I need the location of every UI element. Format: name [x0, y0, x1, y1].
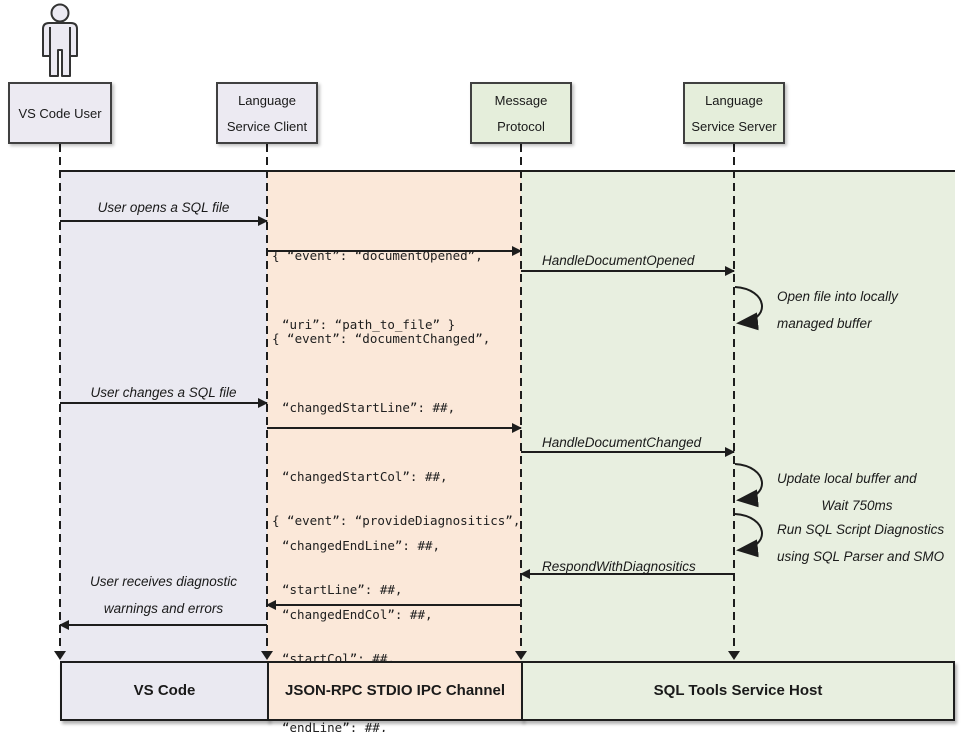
- lane-background-ipc: [267, 172, 521, 661]
- arrowhead-left-icon: [520, 569, 530, 579]
- json-line: “changedEndCol”: ##,: [282, 607, 433, 622]
- json-line: { “event”: “documentOpened”,: [272, 248, 483, 263]
- participant-box-server: Language Service Server: [683, 82, 785, 144]
- lane-label: VS Code: [133, 682, 196, 699]
- note-update-buffer-line2: Wait 750ms: [821, 498, 893, 513]
- participant-label: Language: [705, 92, 763, 108]
- lifeline-end-arrow-client: [261, 651, 273, 660]
- arrow-handle-document-changed: [521, 447, 735, 457]
- arrowhead-right-icon: [725, 266, 735, 276]
- band-top-line: [60, 170, 955, 172]
- arrowhead-right-icon: [258, 398, 268, 408]
- participant-label: VS Code User: [18, 105, 102, 121]
- json-line: “changedStartLine”: ##,: [282, 400, 456, 415]
- arrowhead-right-icon: [258, 216, 268, 226]
- user-actor-icon: [42, 3, 78, 77]
- participant-label: Service Server: [691, 118, 777, 134]
- message-label-user-receives-line1: User receives diagnostic: [89, 574, 238, 589]
- note-open-file-line1: Open file into locally: [777, 289, 898, 304]
- arrow-diagnostics-to-user: [59, 620, 267, 630]
- lane-box-ipc: JSON-RPC STDIO IPC Channel: [267, 661, 523, 721]
- arrow-diagnostics-to-client: [266, 600, 521, 610]
- message-label-user-changes: User changes a SQL file: [90, 385, 237, 400]
- self-loop-open-file: [734, 286, 763, 331]
- lane-label: JSON-RPC STDIO IPC Channel: [284, 682, 506, 699]
- lane-box-host: SQL Tools Service Host: [521, 661, 955, 721]
- arrowhead-right-icon: [512, 246, 522, 256]
- lifeline-protocol: [520, 144, 522, 652]
- lane-background-vscode: [60, 172, 267, 661]
- self-loop-update-buffer: [734, 463, 763, 508]
- arrowhead-right-icon: [725, 447, 735, 457]
- arrowhead-left-icon: [266, 600, 276, 610]
- participant-label: Message: [494, 92, 548, 108]
- lane-box-vscode: VS Code: [60, 661, 269, 721]
- self-loop-run-diagnostics: [734, 513, 763, 558]
- arrowhead-right-icon: [512, 423, 522, 433]
- message-label-handle-document-opened: HandleDocumentOpened: [542, 253, 695, 268]
- participant-box-client: Language Service Client: [216, 82, 318, 144]
- json-line: “uri”: “path_to_file” }: [282, 317, 456, 332]
- json-line: “startLine”: ##,: [282, 582, 403, 597]
- json-line: “changedStartCol”: ##,: [282, 469, 448, 484]
- arrow-handle-document-opened: [521, 266, 735, 276]
- lifeline-end-arrow-server: [728, 651, 740, 660]
- json-line: “endLine”: ##,: [282, 720, 388, 732]
- participant-label: Language: [238, 92, 296, 108]
- lane-background-host: [521, 172, 955, 661]
- arrow-user-opens: [60, 216, 268, 226]
- message-label-respond-with-diagnostics: RespondWithDiagnositics: [542, 559, 696, 574]
- note-update-buffer-line1: Update local buffer and: [777, 471, 917, 486]
- arrow-user-changes: [60, 398, 268, 408]
- note-run-diagnostics-line2: using SQL Parser and SMO: [777, 549, 945, 564]
- json-payload-provide-diagnostics: { “event”: “provideDiagnositics”, “start…: [272, 463, 520, 732]
- arrow-respond-with-diagnostics: [520, 569, 734, 579]
- participant-box-user: VS Code User: [8, 82, 112, 144]
- arrow-open-payload: [267, 246, 522, 256]
- note-open-file-line2: managed buffer: [777, 316, 872, 331]
- json-line: “changedEndLine”: ##,: [282, 538, 441, 553]
- message-label-user-opens: User opens a SQL file: [97, 200, 230, 215]
- lane-label: SQL Tools Service Host: [653, 682, 823, 699]
- lifeline-server: [733, 144, 735, 652]
- message-label-user-receives-line2: warnings and errors: [103, 601, 224, 616]
- participant-label: Service Client: [226, 118, 308, 134]
- lifeline-end-arrow-protocol: [515, 651, 527, 660]
- lifeline-end-arrow-user: [54, 651, 66, 660]
- arrowhead-left-icon: [59, 620, 69, 630]
- json-line: { “event”: “provideDiagnositics”,: [272, 513, 521, 528]
- message-label-handle-document-changed: HandleDocumentChanged: [542, 435, 702, 450]
- json-line: { “event”: “documentChanged”,: [272, 331, 491, 346]
- participant-box-protocol: Message Protocol: [470, 82, 572, 144]
- note-run-diagnostics-line1: Run SQL Script Diagnostics: [777, 522, 945, 537]
- participant-label: Protocol: [497, 118, 545, 134]
- lifeline-user: [59, 144, 61, 652]
- arrow-changed-payload: [267, 423, 522, 433]
